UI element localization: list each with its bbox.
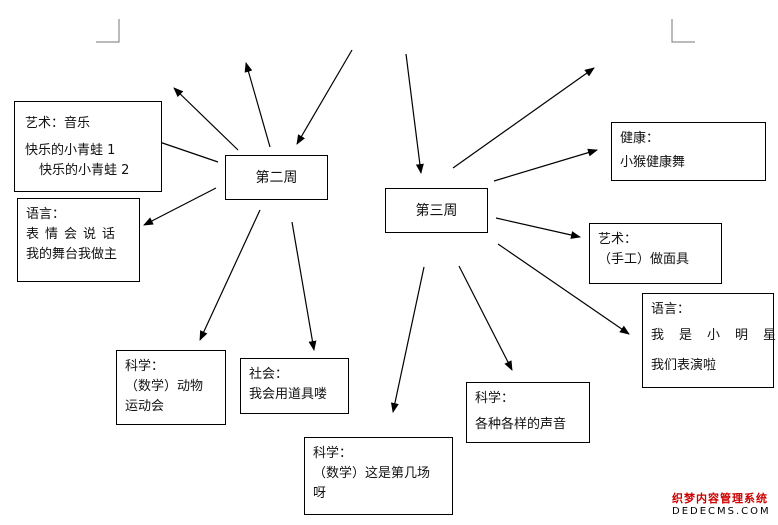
node-language-week2-line-2: 表情会说话 <box>26 227 122 242</box>
node-science-sports-line-3: 运动会 <box>125 399 165 414</box>
node-language-week3: 语言： 我是小明星 我们表演啦 <box>642 293 778 388</box>
node-science-sports-line-1: 科学： <box>125 359 165 374</box>
page-corner-marks <box>96 19 695 43</box>
node-science-sound: 科学： 各种各样的声音 <box>466 382 590 443</box>
node-language-week2-line-3: 我的舞台我做主 <box>26 247 118 262</box>
node-science-sports: 科学： （数学）动物 运动会 <box>116 350 226 425</box>
node-science-sports-line-2: （数学）动物 <box>125 379 204 394</box>
node-language-week3-line-2: 我是小明星 <box>651 328 778 343</box>
arrow-week3-to-health <box>493 148 598 182</box>
node-week2: 第二周 <box>225 155 328 200</box>
watermark-line-2: DEDECMS.COM <box>672 506 771 517</box>
arrow-week2-up-1 <box>173 87 239 151</box>
node-science-sound-line-2: 各种各样的声音 <box>475 417 567 432</box>
arrow-week3-to-sci-count <box>390 266 425 413</box>
node-health-line-1: 健康： <box>620 131 660 146</box>
watermark-line-1: 织梦内容管理系统 <box>672 492 768 505</box>
node-health-line-2: 小猴健康舞 <box>620 155 686 170</box>
node-week2-label: 第二周 <box>255 169 298 186</box>
arrow-week2-to-sci-sports <box>199 209 261 341</box>
node-art-music: 艺术：音乐 快乐的小青蛙 1 快乐的小青蛙 2 <box>14 101 162 192</box>
node-art-music-line-2: 快乐的小青蛙 1 <box>25 143 116 158</box>
node-language-week3-line-3: 我们表演啦 <box>651 358 717 373</box>
node-art-mask-line-1: 艺术： <box>598 232 638 247</box>
arrow-top-to-week3 <box>405 53 424 174</box>
node-social: 社会： 我会用道具喽 <box>240 358 349 414</box>
arrow-week3-up <box>452 67 595 169</box>
node-social-line-2: 我会用道具喽 <box>249 387 328 402</box>
node-language-week2-line-1: 语言： <box>26 207 66 222</box>
arrow-week3-to-lang <box>497 243 630 335</box>
node-week3: 第三周 <box>385 188 488 233</box>
node-art-mask-line-2: （手工）做面具 <box>598 252 690 267</box>
node-social-line-1: 社会： <box>249 367 289 382</box>
node-art-music-line-3: 快乐的小青蛙 2 <box>39 163 130 178</box>
arrow-week2-to-lang <box>143 187 217 226</box>
node-science-count: 科学： （数学）这是第几场 呀 <box>304 437 453 515</box>
node-week3-label: 第三周 <box>415 202 458 219</box>
arrow-week3-to-art-mask <box>495 217 581 239</box>
node-health: 健康： 小猴健康舞 <box>611 122 766 181</box>
arrow-week3-to-sci-sound <box>458 265 513 371</box>
node-science-count-line-2: （数学）这是第几场 <box>313 466 431 481</box>
arrow-week2-up-2 <box>244 62 271 148</box>
node-science-count-line-1: 科学： <box>313 446 353 461</box>
arrow-top-to-week2 <box>296 49 353 145</box>
node-science-count-line-3: 呀 <box>313 486 327 501</box>
node-art-music-line-1: 艺术：音乐 <box>25 116 91 131</box>
arrow-week2-to-social <box>291 221 317 351</box>
node-language-week3-line-1: 语言： <box>651 302 691 317</box>
node-art-mask: 艺术： （手工）做面具 <box>589 223 722 284</box>
node-language-week2: 语言： 表情会说话 我的舞台我做主 <box>17 198 140 282</box>
watermark-logo: 织梦内容管理系统 DEDECMS.COM <box>666 488 778 525</box>
node-science-sound-line-1: 科学： <box>475 391 515 406</box>
